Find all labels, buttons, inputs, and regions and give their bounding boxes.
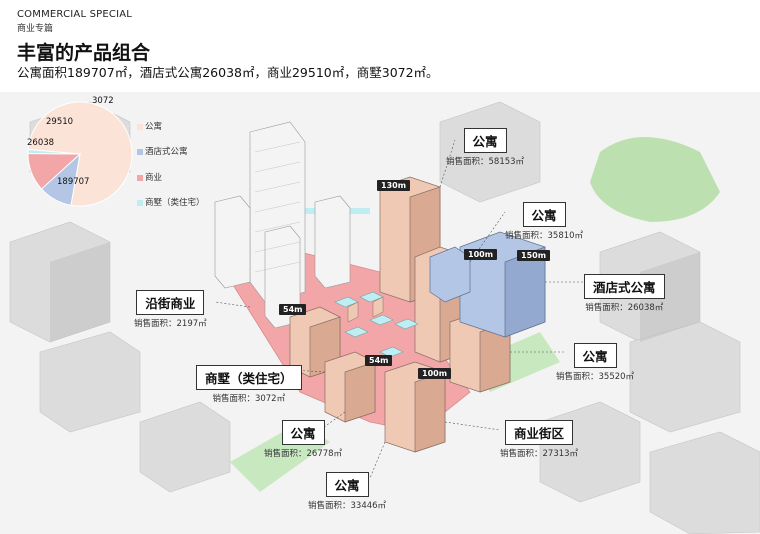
callout-commercial-block-area: 销售面积：27313㎡ [500,449,579,459]
area-pie-chart [27,101,133,207]
pie-label-apartment: 189707 [57,177,90,187]
page-title: 丰富的产品组合 [17,42,151,64]
height-tag-130: 130m [377,180,411,191]
callout-hotel-name: 酒店式公寓 [584,274,665,299]
legend-swatch-villa [137,199,143,206]
callout-commercial-block: 商业街区 销售面积：27313㎡ [500,420,578,459]
page-subtitle: 公寓面积189707㎡，酒店式公寓26038㎡，商业29510㎡，商墅3072㎡… [17,65,439,80]
height-tag-100-mid: 100m [464,249,498,260]
callout-apartment-2-name: 公寓 [522,202,566,227]
callout-apartment-1-name: 公寓 [463,128,507,153]
legend-swatch-retail [137,174,143,181]
legend-swatch-hotel [137,148,143,155]
callout-apartment-2-area: 销售面积：35810㎡ [505,231,584,241]
pie-label-hotel: 26038 [27,138,55,148]
callout-apartment-4-area: 销售面积：26778㎡ [264,449,343,459]
callout-apartment-4: 公寓 销售面积：26778㎡ [264,420,342,459]
site-axonometric [0,92,760,534]
callout-hotel: 酒店式公寓 销售面积：26038㎡ [584,274,665,313]
callout-villa-name: 商墅（类住宅） [196,365,302,390]
callout-apartment-5-name: 公寓 [325,472,369,497]
legend-swatch-apartment [137,123,143,130]
pie-slice-villa [27,148,81,155]
header-cn: 商业专篇 [17,24,54,34]
callout-street-retail: 沿街商业 销售面积：2197㎡ [134,290,207,329]
callout-hotel-area: 销售面积：26038㎡ [585,303,664,313]
callout-apartment-1: 公寓 销售面积：58153㎡ [446,128,524,167]
legend-apartment: 公寓 [137,120,162,132]
callout-commercial-block-name: 商业街区 [505,420,574,445]
pie-label-villa: 3072 [92,96,114,106]
height-tag-54-center: 54m [365,355,393,366]
legend-villa: 商墅（类住宅） [137,196,205,208]
callout-villa-area: 销售面积：3072㎡ [212,394,286,404]
callout-apartment-3-name: 公寓 [573,343,617,368]
callout-apartment-5: 公寓 销售面积：33446㎡ [308,472,386,511]
callout-apartment-3-area: 销售面积：35520㎡ [556,372,635,382]
callout-apartment-2: 公寓 销售面积：35810㎡ [505,202,583,241]
pie-label-retail: 29510 [46,117,74,127]
callout-street-retail-name: 沿街商业 [136,290,205,315]
callout-apartment-4-name: 公寓 [281,420,325,445]
callout-apartment-5-area: 销售面积：33446㎡ [308,501,387,511]
callout-street-retail-area: 销售面积：2197㎡ [134,319,207,329]
header-en: COMMERCIAL SPECIAL [17,9,133,20]
legend-hotel: 酒店式公寓 [137,145,188,157]
height-tag-150: 150m [517,250,551,261]
callout-apartment-1-area: 销售面积：58153㎡ [446,157,525,167]
callout-villa: 商墅（类住宅） 销售面积：3072㎡ [196,365,302,404]
height-tag-100-front: 100m [418,368,452,379]
legend-retail: 商业 [137,171,162,183]
height-tag-54-left: 54m [279,304,307,315]
callout-apartment-3: 公寓 销售面积：35520㎡ [556,343,634,382]
